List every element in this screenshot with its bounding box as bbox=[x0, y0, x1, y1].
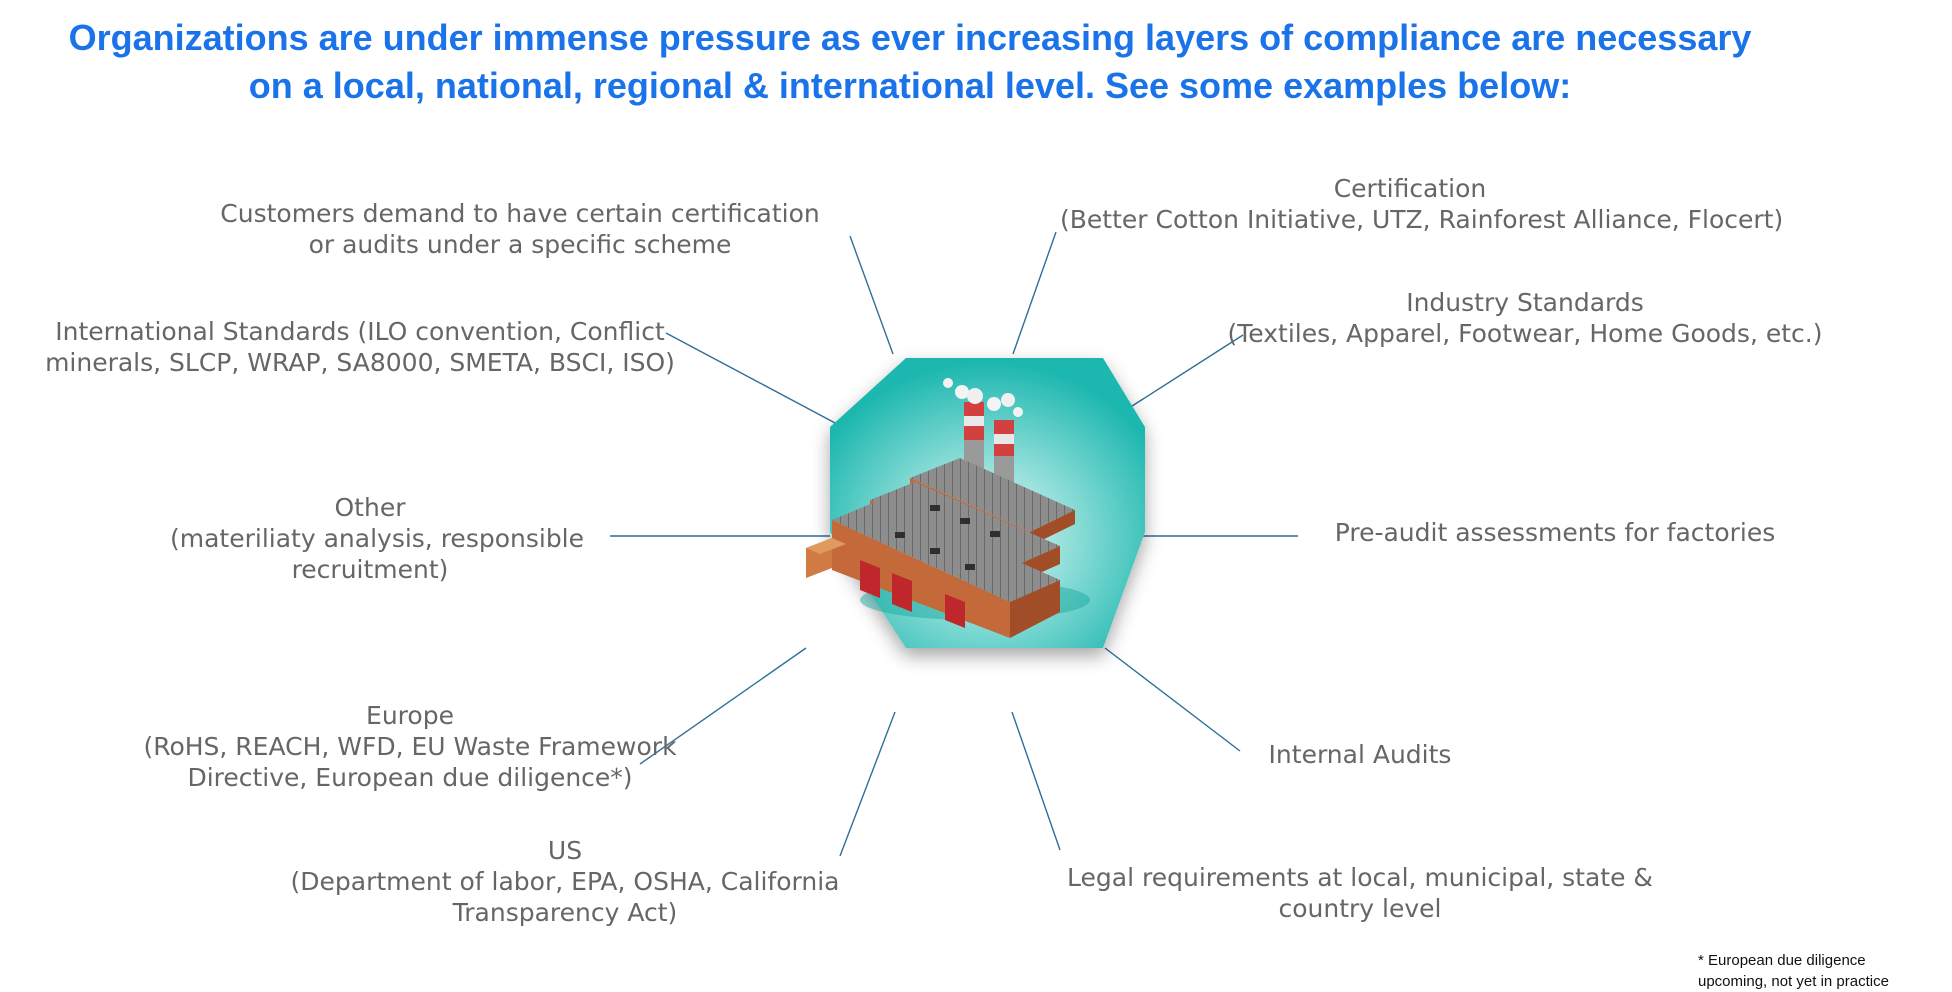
label-europe: Europe (RoHS, REACH, WFD, EU Waste Frame… bbox=[143, 701, 677, 792]
label-legal-requirements: Legal requirements at local, municipal, … bbox=[1067, 863, 1653, 923]
label-international-standards: International Standards (ILO convention,… bbox=[45, 317, 675, 377]
connector-line-7 bbox=[1104, 647, 1241, 752]
label-certification: Certification (Better Cotton Initiative,… bbox=[1060, 174, 1784, 234]
label-internal-audits: Internal Audits bbox=[1268, 740, 1452, 769]
title-line-2: on a local, national, regional & interna… bbox=[248, 65, 1572, 106]
connector-line-0 bbox=[849, 235, 894, 355]
page-title: Organizations are under immense pressure… bbox=[0, 14, 1820, 110]
title-line-1: Organizations are under immense pressure… bbox=[68, 17, 1752, 58]
label-customer-certification-demands: Customers demand to have certain certifi… bbox=[220, 199, 820, 259]
connector-line-1 bbox=[1012, 231, 1057, 355]
factory-icon bbox=[806, 378, 1090, 638]
connector-line-6 bbox=[639, 647, 807, 765]
label-industry-standards: Industry Standards (Textiles, Apparel, F… bbox=[1227, 288, 1823, 348]
label-pre-audit-assessments: Pre-audit assessments for factories bbox=[1334, 518, 1776, 547]
connector-line-8 bbox=[839, 711, 896, 857]
connector-line-9 bbox=[1011, 711, 1061, 851]
connector-lines bbox=[610, 231, 1298, 857]
label-us: US (Department of labor, EPA, OSHA, Cali… bbox=[290, 836, 840, 927]
footnote: * European due diligence upcoming, not y… bbox=[1698, 952, 1889, 990]
label-other: Other (materiliaty analysis, responsible… bbox=[170, 493, 585, 584]
connector-line-2 bbox=[665, 332, 838, 425]
